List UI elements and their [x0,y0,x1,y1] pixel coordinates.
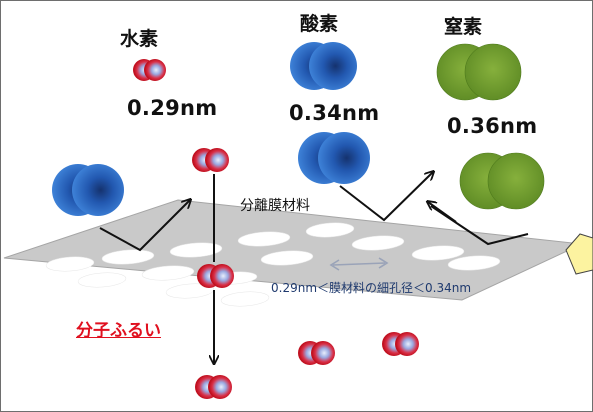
oxygen-molecule-rejected-left [52,164,124,216]
hydrogen-molecule-permeated-3 [195,375,232,399]
pore-size-arrow [329,257,389,271]
hydrogen-name: 水素 [120,28,159,50]
molecular-sieve-caption: 分子ふるい [76,321,161,341]
oxygen-reject-arrow-right [339,172,433,222]
pore-size-condition: 0.29nm＜膜材料の細孔径＜0.34nm [271,281,472,295]
nitrogen-size: 0.36nm [447,114,538,138]
nitrogen-molecule-rejected [459,152,545,210]
membrane-pores [45,222,501,307]
hydrogen-size: 0.29nm [127,96,218,120]
nitrogen-reject-arrow-head [428,202,457,223]
oxygen-reject-arrow-left [99,200,190,252]
oxygen-name: 酸素 [300,13,339,35]
hydrogen-molecule-legend [133,59,166,81]
membrane-edge-tab [565,233,593,275]
nitrogen-name: 窒素 [444,16,483,38]
separation-membrane [3,199,584,307]
hydrogen-molecule-above [192,148,229,172]
oxygen-size: 0.34nm [289,101,380,125]
oxygen-molecule-legend [290,42,357,90]
hydrogen-molecule-permeated-1 [298,341,335,365]
oxygen-molecule-rejected-center [298,132,370,184]
hydrogen-molecule-in-pore [197,264,234,288]
nitrogen-molecule-legend [436,43,522,101]
membrane-material-label: 分離膜材料 [240,198,310,214]
hydrogen-molecule-permeated-2 [382,332,419,356]
